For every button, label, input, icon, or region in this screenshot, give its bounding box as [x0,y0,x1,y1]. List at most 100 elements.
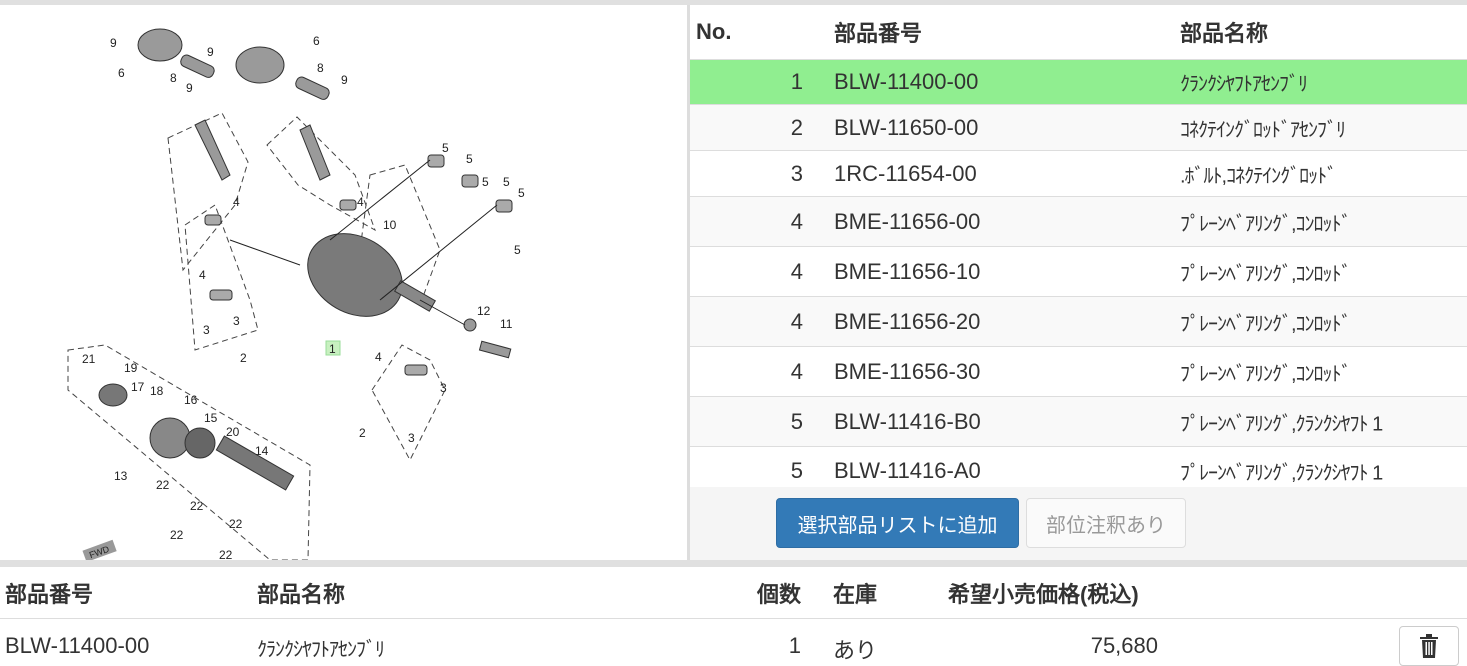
piston-right [235,46,285,84]
table-row[interactable]: 2 BLW-11650-00 ｺﾈｸﾃｲﾝｸﾞﾛｯﾄﾞｱｾﾝﾌﾞﾘ [690,105,1467,151]
selected-part-number: BLW-11400-00 [5,633,150,658]
callout[interactable]: 9 [341,73,348,87]
top-border [0,0,1467,5]
callout[interactable]: 2 [359,426,366,440]
parts-table-header: No. 部品番号 部品名称 [690,5,1467,60]
callout[interactable]: 17 [131,380,145,394]
callout[interactable]: 13 [114,469,128,483]
callout[interactable]: 6 [118,66,125,80]
callout[interactable]: 22 [156,478,170,492]
row-part-number: BME-11656-10 [834,258,981,284]
callout[interactable]: 9 [207,45,214,59]
callout[interactable]: 22 [190,499,204,513]
selected-part-name: ｸﾗﾝｸｼﾔﾌﾄｱｾﾝﾌﾞﾘ [257,639,385,661]
callout-1-highlight [325,340,341,356]
row-no: 4 [790,208,803,234]
row-no: 2 [790,114,803,140]
callout[interactable]: 6 [313,34,320,48]
panel-divider[interactable] [687,5,690,560]
table-row-selected[interactable]: 1 BLW-11400-00 ｸﾗﾝｸｼﾔﾌﾄｱｾﾝﾌﾞﾘ [690,60,1467,105]
row-part-number: BLW-11416-A0 [834,458,981,483]
header-part-number: 部品番号 [5,582,94,607]
callout[interactable]: 2 [240,351,247,365]
callout[interactable]: 4 [233,195,240,209]
callout[interactable]: 18 [150,384,164,398]
dashed-group-conrod-right [266,116,376,232]
callout[interactable]: 3 [203,323,210,337]
row-no: 5 [790,458,803,483]
selected-parts-table: 部品番号 部品名称 個数 在庫 希望小売価格(税込) BLW-11400-00 … [0,567,1467,666]
callout[interactable]: 5 [514,243,521,257]
trash-icon [1420,634,1438,658]
row-part-number: 1RC-11654-00 [834,160,977,186]
row-no: 4 [790,258,803,284]
table-row[interactable]: 5 BLW-11416-A0 ﾌﾟﾚｰﾝﾍﾞｱﾘﾝｸﾞ,ｸﾗﾝｸｼﾔﾌﾄ 1 [690,447,1467,487]
callout[interactable]: 4 [357,195,364,209]
row-no: 4 [790,308,803,334]
callout[interactable]: 9 [110,36,117,50]
table-row[interactable]: 5 BLW-11416-B0 ﾌﾟﾚｰﾝﾍﾞｱﾘﾝｸﾞ,ｸﾗﾝｸｼﾔﾌﾄ 1 [690,397,1467,447]
row-part-name: ﾌﾟﾚｰﾝﾍﾞｱﾘﾝｸﾞ,ｺﾝﾛｯﾄﾞ [1180,213,1352,235]
row-no: 5 [790,408,803,434]
row-no: 1 [790,69,803,94]
row-no: 4 [790,358,803,384]
header-qty: 個数 [756,582,801,607]
callout[interactable]: 4 [199,268,206,282]
callout[interactable]: 11 [500,317,513,331]
header-price: 希望小売価格(税込) [948,582,1139,607]
row-part-name: ﾌﾟﾚｰﾝﾍﾞｱﾘﾝｸﾞ,ｸﾗﾝｸｼﾔﾌﾄ 1 [1180,462,1383,485]
table-row[interactable]: 3 1RC-11654-00 .ﾎﾞﾙﾄ,ｺﾈｸﾃｲﾝｸﾞﾛｯﾄﾞ [690,151,1467,197]
callout[interactable]: 3 [233,314,240,328]
add-to-selected-list-button[interactable]: 選択部品リストに追加 [776,498,1019,548]
panel-divider-horizontal[interactable] [0,560,1467,567]
selected-stock: あり [833,638,878,663]
callout-selected[interactable]: 1 [329,342,336,356]
row-part-number: BLW-11400-00 [834,69,979,94]
callout[interactable]: 16 [184,393,198,407]
fwd-arrow-icon: FWD [82,539,117,560]
row-part-name: ﾌﾟﾚｰﾝﾍﾞｱﾘﾝｸﾞ,ｺﾝﾛｯﾄﾞ [1180,363,1352,385]
callout[interactable]: 8 [170,71,177,85]
selected-price: 75,680 [1090,633,1158,658]
row-no: 3 [790,160,803,186]
dashed-group-balancer [67,344,311,560]
callout[interactable]: 5 [442,141,449,155]
callout[interactable]: 21 [82,352,96,366]
selected-qty[interactable]: 1 [788,633,801,658]
callout[interactable]: 4 [375,350,382,364]
parts-list-panel: No. 部品番号 部品名称 1 BLW-11400-00 ｸﾗﾝｸｼﾔﾌﾄｱｾﾝ… [690,5,1467,560]
callout[interactable]: 22 [229,517,243,531]
callout[interactable]: 3 [408,431,415,445]
row-part-number: BLW-11416-B0 [834,408,981,434]
callout[interactable]: 22 [219,548,233,560]
callout[interactable]: 8 [317,61,324,75]
callout[interactable]: 10 [383,218,397,232]
table-row[interactable]: 4 BME-11656-20 ﾌﾟﾚｰﾝﾍﾞｱﾘﾝｸﾞ,ｺﾝﾛｯﾄﾞ [690,297,1467,347]
row-divider [0,618,1467,619]
callout[interactable]: 5 [466,152,473,166]
table-row[interactable]: 4 BME-11656-00 ﾌﾟﾚｰﾝﾍﾞｱﾘﾝｸﾞ,ｺﾝﾛｯﾄﾞ [690,197,1467,247]
row-part-number: BME-11656-20 [834,308,981,334]
crankshaft [307,233,403,317]
callout[interactable]: 14 [255,444,269,458]
callout[interactable]: 19 [124,361,138,375]
callout[interactable]: 5 [518,186,525,200]
callout[interactable]: 20 [226,425,240,439]
header-part-name: 部品名称 [1180,21,1269,46]
table-row[interactable]: 4 BME-11656-30 ﾌﾟﾚｰﾝﾍﾞｱﾘﾝｸﾞ,ｺﾝﾛｯﾄﾞ [690,347,1467,397]
callout[interactable]: 15 [204,411,218,425]
callout[interactable]: 9 [186,81,193,95]
callout[interactable]: 3 [440,381,447,395]
callout[interactable]: 5 [503,175,510,189]
part-annotation-button[interactable]: 部位注釈あり [1026,498,1186,548]
callout[interactable]: 22 [170,528,184,542]
delete-button[interactable] [1399,626,1459,666]
table-row[interactable]: 4 BME-11656-10 ﾌﾟﾚｰﾝﾍﾞｱﾘﾝｸﾞ,ｺﾝﾛｯﾄﾞ [690,247,1467,297]
callout[interactable]: 5 [482,175,489,189]
row-part-name: .ﾎﾞﾙﾄ,ｺﾈｸﾃｲﾝｸﾞﾛｯﾄﾞ [1180,165,1337,187]
parts-diagram[interactable]: 9 6 8 9 9 6 8 9 4 4 3 3 2 5 5 5 5 5 5 4 … [0,5,687,560]
callout[interactable]: 12 [477,304,491,318]
header-stock: 在庫 [833,582,878,607]
row-part-number: BLW-11650-00 [834,114,979,140]
callout-labels: 9 6 8 9 9 6 8 9 4 4 3 3 2 5 5 5 5 5 5 4 … [82,34,525,560]
